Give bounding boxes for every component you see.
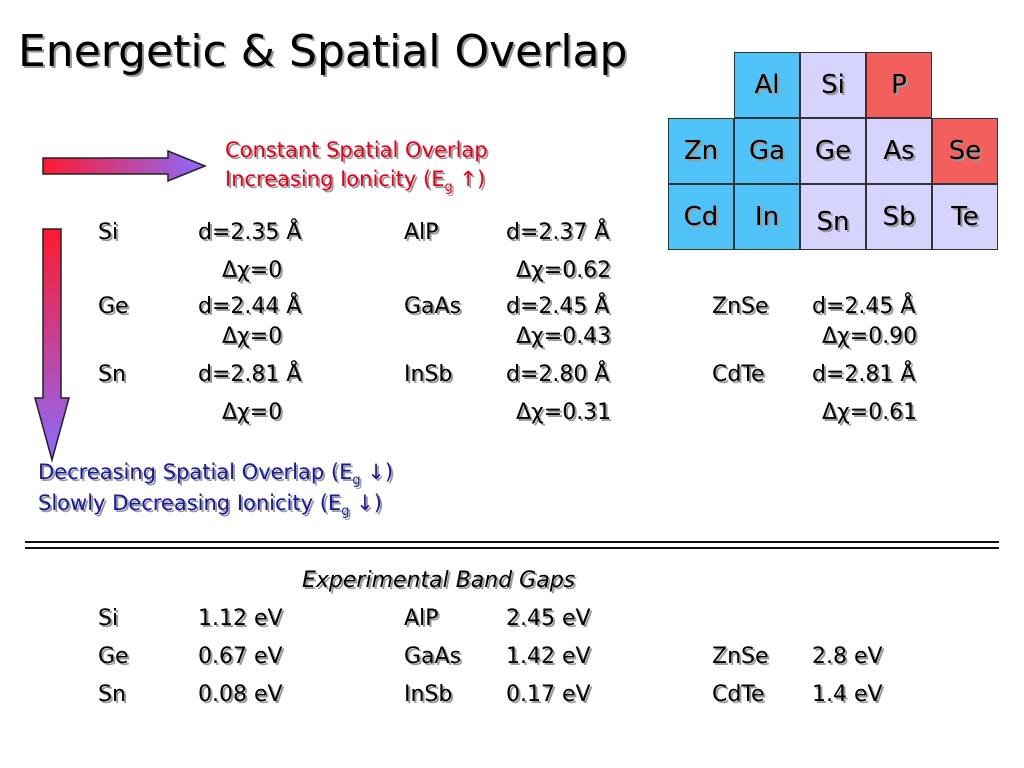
- slide-title: Energetic & Spatial Overlap: [18, 26, 628, 77]
- electronegativity-diff: Δχ=0.43: [516, 324, 612, 349]
- electronegativity-diff: Δχ=0.90: [822, 324, 918, 349]
- material-name: Sn: [98, 682, 126, 707]
- label-text: ↓): [360, 460, 394, 484]
- label-text: Decreasing Spatial Overlap (E: [38, 460, 353, 484]
- element-cell: Ge: [800, 118, 866, 184]
- label-text: ↑): [452, 167, 486, 191]
- material-name: CdTe: [712, 682, 765, 707]
- band-gap-value: 1.42 eV: [506, 644, 591, 669]
- bond-length: d=2.45 Å: [812, 294, 916, 319]
- right-arrow-icon: [42, 149, 207, 183]
- material-name: AlP: [404, 606, 439, 631]
- element-cell: Ga: [734, 118, 800, 184]
- band-gap-value: 2.8 eV: [812, 644, 883, 669]
- material-name: GaAs: [404, 644, 462, 669]
- slowly-decreasing-ionicity-label: Slowly Decreasing Ionicity (Eg ↓): [38, 491, 382, 519]
- label-text: Increasing Ionicity (E: [225, 167, 445, 191]
- separator-line: [25, 547, 999, 549]
- constant-spatial-overlap-label: Constant Spatial Overlap: [225, 138, 488, 162]
- material-name: ZnSe: [712, 644, 769, 669]
- material-name: AlP: [404, 220, 439, 245]
- band-gap-value: 0.08 eV: [198, 682, 283, 707]
- bond-length: d=2.80 Å: [506, 362, 610, 387]
- band-gap-value: 1.4 eV: [812, 682, 883, 707]
- material-name: Si: [98, 220, 119, 245]
- element-cell: Sb: [866, 184, 932, 250]
- material-name: InSb: [404, 362, 453, 387]
- electronegativity-diff: Δχ=0: [222, 324, 283, 349]
- bond-length: d=2.35 Å: [198, 220, 302, 245]
- element-cell: Si: [800, 52, 866, 118]
- material-name: Ge: [98, 294, 129, 319]
- bond-length: d=2.37 Å: [506, 220, 610, 245]
- bond-length: d=2.81 Å: [198, 362, 302, 387]
- material-name: CdTe: [712, 362, 765, 387]
- element-cell: In: [734, 184, 800, 250]
- electronegativity-diff: Δχ=0.61: [822, 400, 918, 425]
- electronegativity-diff: Δχ=0: [222, 258, 283, 283]
- material-name: Si: [98, 606, 119, 631]
- label-subscript: g: [341, 504, 350, 520]
- label-text: Slowly Decreasing Ionicity (E: [38, 491, 342, 515]
- band-gap-value: 0.67 eV: [198, 644, 283, 669]
- element-cell: Al: [734, 52, 800, 118]
- element-cell: Te: [932, 184, 998, 250]
- down-arrow-icon: [34, 228, 70, 463]
- label-subscript: g: [444, 180, 453, 196]
- bond-length: d=2.45 Å: [506, 294, 610, 319]
- element-cell: As: [866, 118, 932, 184]
- band-gap-value: 1.12 eV: [198, 606, 283, 631]
- material-name: Ge: [98, 644, 129, 669]
- bond-length: d=2.81 Å: [812, 362, 916, 387]
- separator-line: [25, 541, 999, 543]
- decreasing-spatial-overlap-label: Decreasing Spatial Overlap (Eg ↓): [38, 460, 393, 488]
- element-cell: Cd: [668, 184, 734, 250]
- element-cell: Zn: [668, 118, 734, 184]
- band-gap-value: 0.17 eV: [506, 682, 591, 707]
- electronegativity-diff: Δχ=0.62: [516, 258, 612, 283]
- element-cell: P: [866, 52, 932, 118]
- material-name: Sn: [98, 362, 126, 387]
- label-subscript: g: [352, 473, 361, 489]
- increasing-ionicity-label: Increasing Ionicity (Eg ↑): [225, 167, 485, 195]
- band-gaps-title: Experimental Band Gaps: [302, 568, 576, 593]
- band-gap-value: 2.45 eV: [506, 606, 591, 631]
- label-text: ↓): [349, 491, 382, 515]
- electronegativity-diff: Δχ=0.31: [516, 400, 612, 425]
- material-name: GaAs: [404, 294, 462, 319]
- material-name: ZnSe: [712, 294, 769, 319]
- element-cell: Sn: [800, 184, 866, 250]
- element-cell: Se: [932, 118, 998, 184]
- electronegativity-diff: Δχ=0: [222, 400, 283, 425]
- bond-length: d=2.44 Å: [198, 294, 302, 319]
- material-name: InSb: [404, 682, 453, 707]
